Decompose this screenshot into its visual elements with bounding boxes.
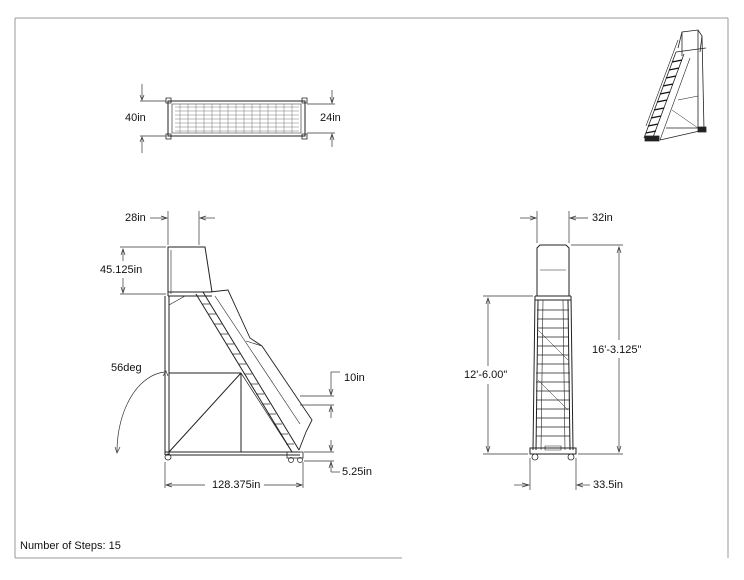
side-view-steps <box>202 304 294 444</box>
dim-label-base-length: 128.375in <box>212 479 261 491</box>
dim-label-platform-depth: 28in <box>125 212 146 224</box>
dim-label-platform-height: 12'-6.00" <box>464 369 508 381</box>
dim-label-overall-height: 16'-3.125" <box>592 344 642 356</box>
front-view-dimensions <box>483 211 623 490</box>
dim-label-base-width: 33.5in <box>593 479 623 491</box>
border-frame <box>15 18 728 558</box>
dim-40in-lines <box>140 84 166 153</box>
dim-label-top-inner-width: 24in <box>320 112 341 124</box>
dim-label-angle: 56deg <box>111 362 142 374</box>
top-view-tread-grid <box>175 104 299 133</box>
isometric-steps <box>646 60 682 133</box>
top-view <box>140 84 335 153</box>
dim-label-front-top-width: 32in <box>592 212 613 224</box>
dim-24in-lines <box>307 90 335 147</box>
dim-label-caster-height: 5.25in <box>342 466 372 478</box>
front-view-steps <box>536 310 570 436</box>
front-view <box>530 245 576 461</box>
isometric-view <box>644 30 706 141</box>
dim-label-top-width: 40in <box>125 112 146 124</box>
side-view-dimensions <box>120 211 340 488</box>
dim-label-handrail-height: 45.125in <box>100 264 143 276</box>
side-view <box>115 247 312 463</box>
dim-label-step-depth: 10in <box>344 372 365 384</box>
steps-count-note: Number of Steps: 15 <box>20 540 121 552</box>
